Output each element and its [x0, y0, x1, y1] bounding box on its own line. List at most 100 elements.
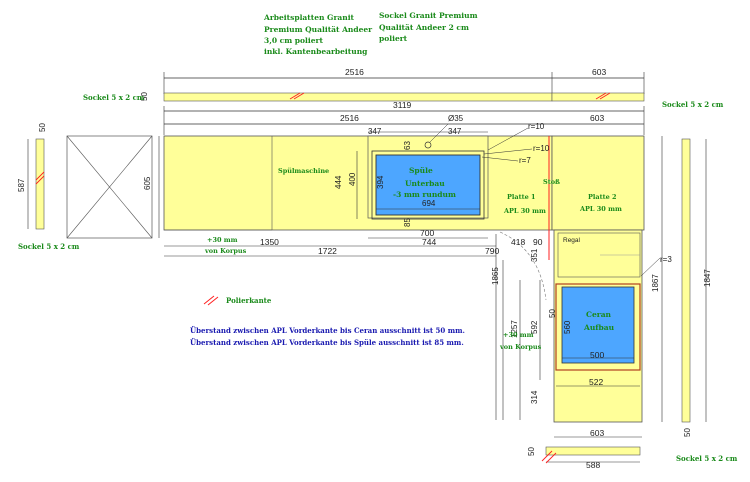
- note-spuele: Überstand zwischen APL Vorderkante bis S…: [190, 338, 464, 347]
- label-platte1-b: APL 30 mm: [503, 207, 546, 215]
- dim-r10-a: r=10: [528, 122, 545, 131]
- sockel-strip-top-right: [551, 92, 645, 102]
- countertop-platte-1: [163, 135, 553, 231]
- note-ceran: Überstand zwischen APL Vorderkante bis C…: [190, 326, 465, 335]
- dim-63: 63: [403, 141, 412, 150]
- dim-351: 351: [530, 248, 539, 262]
- dim-35: Ø35: [448, 114, 464, 123]
- sockel-strip-bottom: [545, 446, 641, 456]
- dim-1257: 1257: [510, 320, 519, 338]
- dim-r3: r=3: [660, 255, 672, 264]
- polish-mark: [599, 92, 611, 100]
- dim-603-top: 603: [592, 67, 606, 77]
- dim-418: 418: [511, 237, 525, 247]
- dim-500: 500: [590, 350, 604, 360]
- dim-347-b: 347: [448, 127, 462, 136]
- leader-r10a: [487, 127, 529, 151]
- sockel-label-top-left: Sockel 5 x 2 cm: [83, 93, 145, 102]
- header-left-line-1: Arbeitsplatten Granit: [263, 13, 355, 22]
- dim-1865: 1865: [491, 267, 500, 285]
- dim-50-c: 50: [527, 447, 536, 456]
- dim-314: 314: [530, 390, 539, 404]
- polish-mark: [595, 92, 607, 100]
- dim-3119: 3119: [393, 100, 412, 110]
- header-left: Arbeitsplatten Granit Premium Qualität A…: [263, 13, 373, 56]
- dim-605: 605: [143, 176, 152, 190]
- sockel-label-left-bottom: Sockel 5 x 2 cm: [18, 242, 80, 251]
- korpus-right-a: +30 mm: [503, 331, 534, 339]
- dishwasher-outline: [66, 135, 153, 239]
- dim-694: 694: [422, 199, 436, 208]
- legend-polish-mark: [207, 296, 219, 306]
- label-spuele-a: Spüle: [409, 166, 433, 175]
- sink-rim: [371, 150, 485, 220]
- dim-592: 592: [530, 320, 539, 334]
- sink-cutout: [375, 154, 481, 216]
- header-right-line-2: Qualität Andeer 2 cm: [379, 23, 469, 32]
- dim-700: 700: [420, 228, 434, 238]
- korpus-left-a: +30 mm: [207, 236, 238, 244]
- dim-85: 85: [403, 218, 412, 227]
- sockel-label-right-bottom: Sockel 5 x 2 cm: [676, 454, 738, 463]
- label-platte2-a: Platte 2: [588, 193, 617, 201]
- leader-r10b: [483, 148, 533, 155]
- dim-50-a: 50: [140, 92, 149, 101]
- cross-line: [66, 135, 153, 239]
- dim-560: 560: [563, 320, 572, 334]
- polish-mark: [545, 452, 557, 464]
- dim-1350: 1350: [260, 237, 279, 247]
- polish-mark: [293, 92, 305, 100]
- dim-522: 522: [589, 377, 603, 387]
- header-left-line-4: inkl. Kantenbearbeitung: [264, 47, 368, 56]
- legend-label: Polierkante: [226, 296, 272, 305]
- polish-mark: [35, 171, 45, 181]
- dim-r10-b: r=10: [533, 144, 550, 153]
- dim-588: 588: [586, 460, 600, 470]
- label-spuelmaschine: Spülmaschine: [278, 167, 329, 175]
- sockel-strip-top-left: [163, 92, 553, 102]
- label-platte2-b: APL 30 mm: [579, 205, 622, 213]
- label-platte1-a: Platte 1: [507, 193, 536, 201]
- sockel-strip-left: [35, 138, 45, 230]
- dim-r7: r=7: [519, 156, 531, 165]
- polish-mark: [289, 92, 301, 100]
- header-right-line-1: Sockel Granit Premium: [379, 11, 478, 20]
- tap-hole: [424, 141, 432, 149]
- korpus-right-b: von Korpus: [499, 343, 542, 351]
- label-ceran-b: Aufbau: [583, 323, 615, 332]
- label-stoss: Stoß: [543, 178, 560, 186]
- dim-394: 394: [376, 175, 385, 189]
- leader-r3: [640, 257, 661, 277]
- dim-444: 444: [334, 175, 343, 189]
- header-right-line-3: poliert: [379, 34, 408, 43]
- dim-603-c: 603: [590, 428, 604, 438]
- korpus-left-b: von Korpus: [204, 247, 247, 255]
- dim-90: 90: [533, 237, 543, 247]
- dim-1722: 1722: [318, 246, 337, 256]
- dim-2516-top: 2516: [345, 67, 364, 77]
- header-right: Sockel Granit Premium Qualität Andeer 2 …: [379, 11, 478, 43]
- dim-603-b: 603: [590, 113, 604, 123]
- dim-1847: 1847: [703, 269, 712, 287]
- countertop-platte-2: [551, 135, 645, 231]
- dim-400: 400: [348, 172, 357, 186]
- ceran-frame: [555, 283, 641, 371]
- dim-50-d: 50: [683, 428, 692, 437]
- dim-347-a: 347: [368, 127, 382, 136]
- leader-r7: [481, 156, 519, 162]
- label-spuele-c: -3 mm rundum: [393, 190, 456, 199]
- header-left-line-2: Premium Qualität Andeer: [264, 25, 373, 34]
- dim-2516-b: 2516: [340, 113, 359, 123]
- header-left-line-3: 3,0 cm poliert: [264, 36, 323, 45]
- polish-mark: [35, 175, 45, 185]
- dim-744: 744: [422, 237, 436, 247]
- ceran-cutout: [561, 286, 635, 364]
- label-regal: Regal: [563, 237, 581, 244]
- dim-50-e: 50: [38, 123, 47, 132]
- polish-mark: [541, 450, 553, 462]
- sockel-label-top-right: Sockel 5 x 2 cm: [662, 100, 724, 109]
- label-spuele-b: Unterbau: [405, 179, 445, 188]
- label-ceran-a: Ceran: [586, 310, 612, 319]
- legend-polish-mark: [203, 295, 215, 305]
- dim-1867: 1867: [651, 274, 660, 292]
